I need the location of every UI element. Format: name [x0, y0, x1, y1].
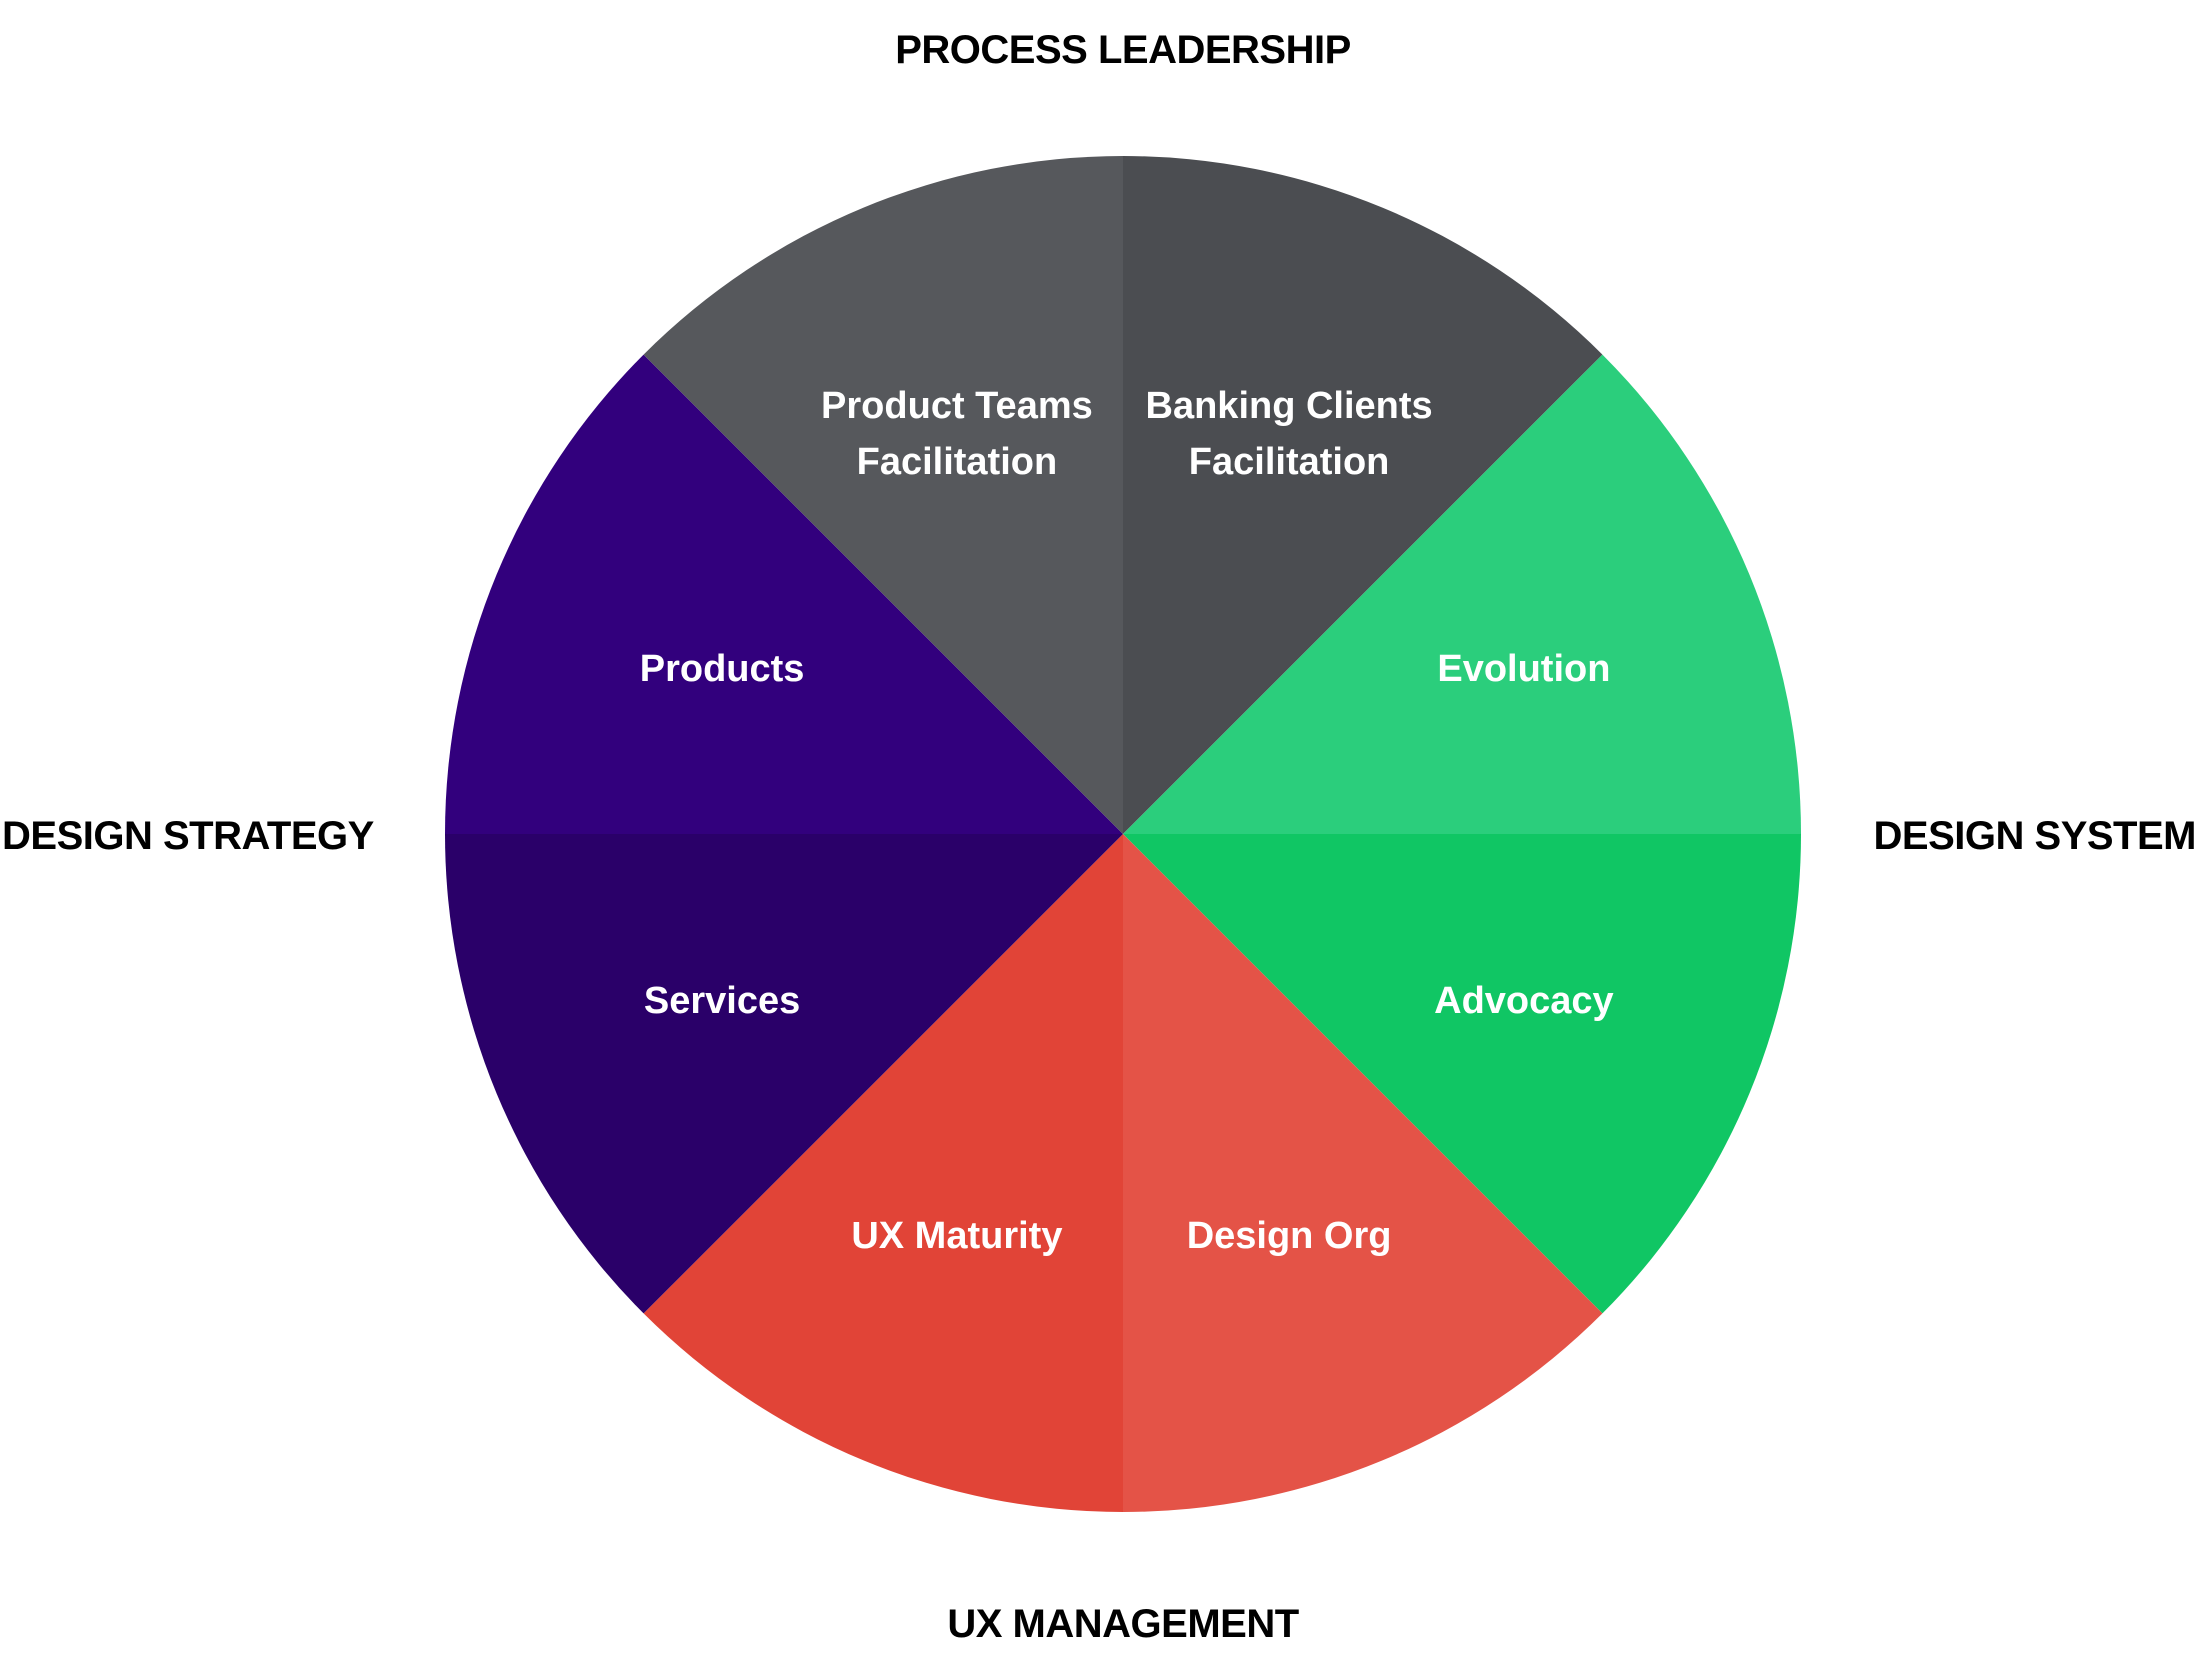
segment-products [445, 354, 1123, 834]
segment-label-design-org: Design Org [1187, 1215, 1392, 1257]
area-label-design-strategy: DESIGN STRATEGY [2, 814, 375, 858]
segment-product-teams-facilitation [643, 156, 1123, 834]
segment-label-services: Services [644, 980, 800, 1022]
segment-label-line: UX Maturity [851, 1215, 1062, 1257]
wheel-segments [445, 156, 1801, 1512]
area-label-ux-management: UX MANAGEMENT [947, 1602, 1298, 1646]
segment-label-line: Design Org [1187, 1215, 1392, 1257]
segment-banking-clients-facilitation [1123, 156, 1603, 834]
segment-services [445, 834, 1123, 1314]
segment-label-line: Facilitation [1189, 441, 1390, 483]
segment-evolution [1123, 354, 1801, 834]
segment-label-line: Products [640, 648, 805, 690]
segment-label-line: Advocacy [1434, 980, 1614, 1022]
segment-label-line: Evolution [1437, 648, 1610, 690]
segment-label-products: Products [640, 648, 805, 690]
segment-label-line: Banking Clients [1146, 385, 1433, 427]
segment-label-line: Product Teams [821, 385, 1093, 427]
segment-label-advocacy: Advocacy [1434, 980, 1614, 1022]
area-label-design-system: DESIGN SYSTEM [1874, 814, 2196, 858]
segment-label-line: Services [644, 980, 800, 1022]
area-label-process-leadership: PROCESS LEADERSHIP [895, 28, 1351, 72]
segment-label-line: Facilitation [857, 441, 1058, 483]
segment-design-org [1123, 834, 1603, 1512]
segment-label-evolution: Evolution [1437, 648, 1610, 690]
area-labels: PROCESS LEADERSHIP DESIGN SYSTEM UX MANA… [2, 28, 2197, 1646]
segment-label-ux-maturity: UX Maturity [851, 1215, 1062, 1257]
segment-advocacy [1123, 834, 1801, 1314]
segment-ux-maturity [643, 834, 1123, 1512]
